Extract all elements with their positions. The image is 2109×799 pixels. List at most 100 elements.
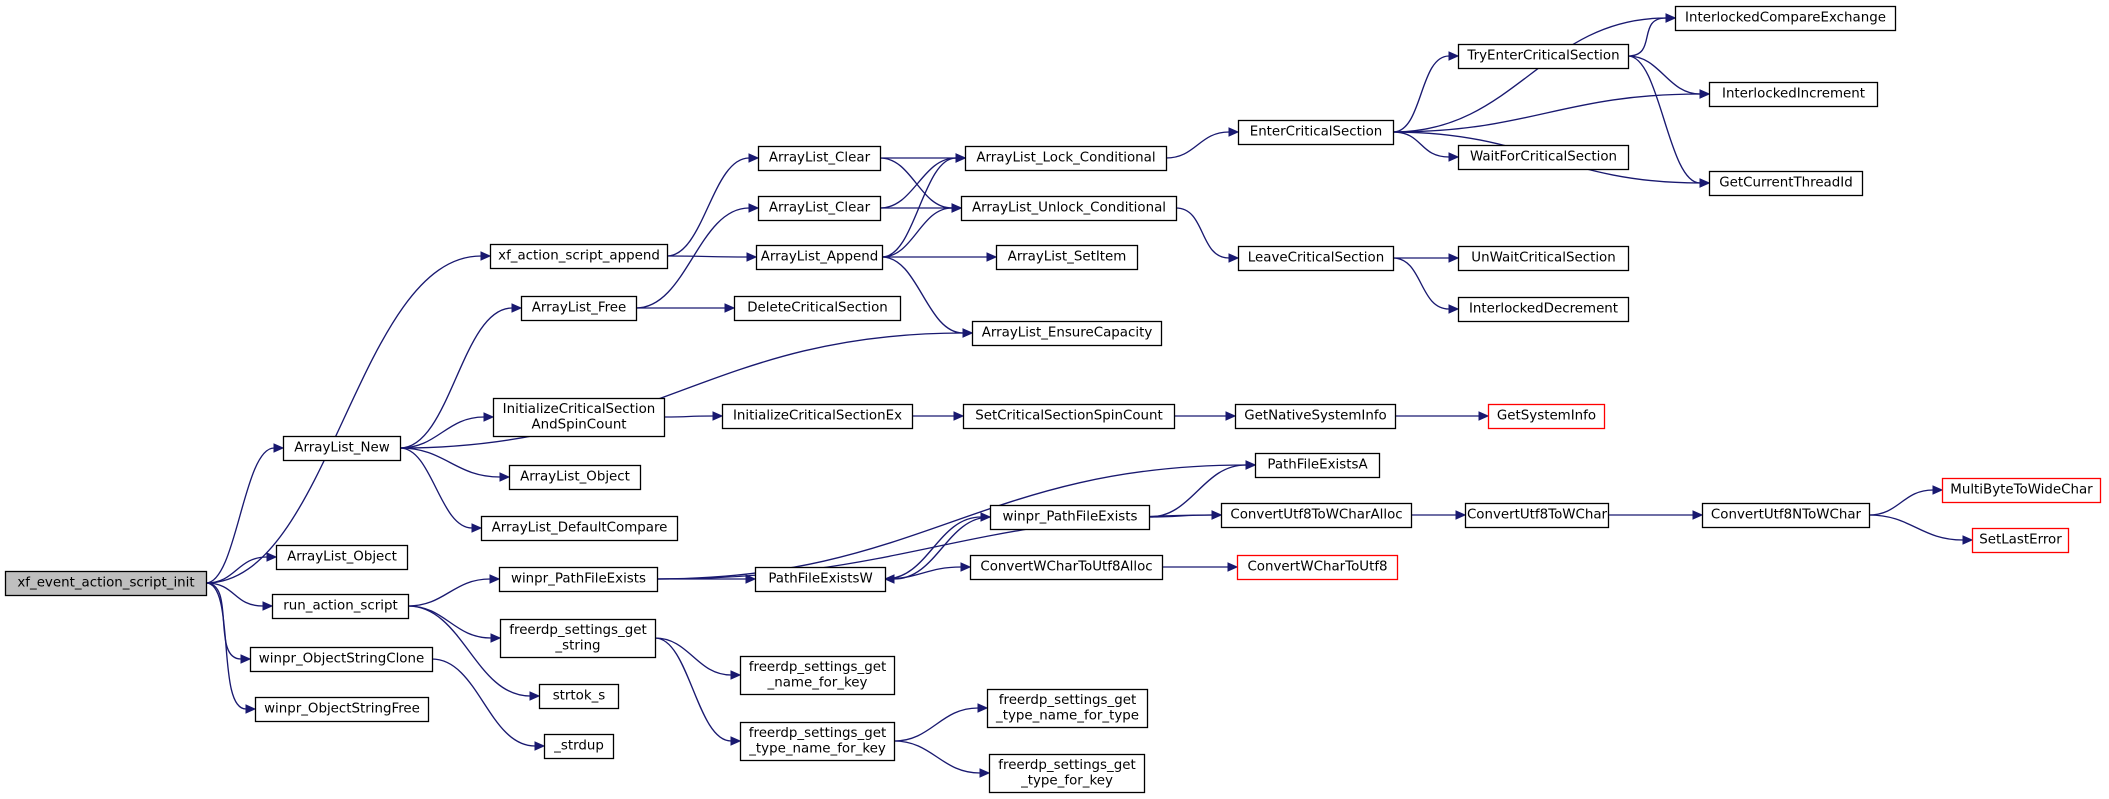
call-edges xyxy=(205,13,1974,778)
node-box xyxy=(1487,403,1606,430)
node-xf-action-script-append[interactable]: xf_action_script_append xyxy=(489,243,669,270)
node-arraylist-unlock-conditional[interactable]: ArrayList_Unlock_Conditional xyxy=(960,195,1178,222)
node-box xyxy=(498,566,659,593)
edge-initializecriticalsectionandspincount-to-initializecriticalsectionex xyxy=(663,415,714,418)
node-strtok-s[interactable]: strtok_s xyxy=(538,683,620,710)
node-getcurrentthreadid[interactable]: GetCurrentThreadId xyxy=(1708,170,1864,197)
node-deletecriticalsection[interactable]: DeleteCriticalSection xyxy=(733,295,902,322)
node-xf-event-action-script-init[interactable]: xf_event_action_script_init xyxy=(4,570,208,597)
edge-arrowhead xyxy=(746,252,758,262)
node-interlockeddecrement[interactable]: InterlockedDecrement xyxy=(1457,296,1630,323)
node-box xyxy=(1236,554,1399,581)
edge-winpr-pathfileexists-to-convertutf8towcharalloc xyxy=(1148,514,1213,518)
node-label: ArrayList_SetItem xyxy=(1008,250,1127,265)
node-box xyxy=(1220,502,1413,529)
edge-arraylist-free-to-arraylist-clear xyxy=(635,207,750,309)
edge-arrowhead xyxy=(1228,127,1240,137)
edge-arrowhead xyxy=(511,303,523,313)
node-getsysteminfo[interactable]: GetSystemInfo xyxy=(1487,403,1606,430)
node-setcriticalsectionspincount[interactable]: SetCriticalSectionSpinCount xyxy=(962,403,1176,430)
node-winpr-objectstringfree[interactable]: winpr_ObjectStringFree xyxy=(254,696,430,723)
edge-winpr-objectstringclone-to-strdup xyxy=(431,658,536,747)
node-label: strtok_s xyxy=(553,689,606,704)
node-entercriticalsection[interactable]: EnterCriticalSection xyxy=(1237,119,1395,146)
node-box xyxy=(275,544,409,571)
node-convertutf8towchar[interactable]: ConvertUtf8ToWChar xyxy=(1464,502,1610,529)
node-unwaitcriticalsection[interactable]: UnWaitCriticalSection xyxy=(1457,245,1630,272)
edge-entercriticalsection-to-interlockedcompareexchange xyxy=(1392,17,1667,133)
node-label: freerdp_settings_get xyxy=(749,660,886,675)
node-label: InterlockedDecrement xyxy=(1469,302,1618,317)
edge-arrowhead xyxy=(480,251,492,261)
node-freerdp-settings-get-name-for-key[interactable]: freerdp_settings_get_name_for_key xyxy=(739,655,896,696)
node-arraylist-clear[interactable]: ArrayList_Clear xyxy=(757,145,882,172)
edge-arrowhead xyxy=(1448,304,1460,314)
edge-arrowhead xyxy=(1211,510,1223,520)
node-tryentercriticalsection[interactable]: TryEnterCriticalSection xyxy=(1457,43,1630,70)
node-label: InitializeCriticalSection xyxy=(503,402,656,417)
node-label: ConvertUtf8ToWCharAlloc xyxy=(1230,508,1402,523)
node-initializecriticalsectionex[interactable]: InitializeCriticalSectionEx xyxy=(721,403,914,430)
node-winpr-pathfileexists[interactable]: winpr_PathFileExists xyxy=(989,504,1151,531)
edge-arrowhead xyxy=(1478,411,1490,421)
edge-arrowhead xyxy=(951,203,963,213)
node-waitforcriticalsection[interactable]: WaitForCriticalSection xyxy=(1457,144,1630,171)
edge-freerdp-settings-get-type-name-for-key-to-freerdp-settings-get-type-name-for-type xyxy=(893,707,979,742)
node-leavecriticalsection[interactable]: LeaveCriticalSection xyxy=(1237,245,1395,272)
edge-arraylist-new-to-arraylist-ensurecapacity xyxy=(399,332,964,449)
node-convertutf8ntowchar[interactable]: ConvertUtf8NToWChar xyxy=(1701,502,1871,529)
node-arraylist-lock-conditional[interactable]: ArrayList_Lock_Conditional xyxy=(964,145,1168,172)
node-label: _name_for_key xyxy=(767,675,868,690)
edge-run-action-script-to-freerdp-settings-get-string xyxy=(407,605,492,639)
node-box xyxy=(986,688,1149,729)
node-box xyxy=(543,733,615,760)
node-arraylist-append[interactable]: ArrayList_Append xyxy=(755,244,884,271)
node-label: GetSystemInfo xyxy=(1497,409,1596,424)
node-run-action-script[interactable]: run_action_script xyxy=(271,593,410,620)
node-pathfileexistsw[interactable]: PathFileExistsW xyxy=(754,566,887,593)
node-label: ConvertWCharToUtf8Alloc xyxy=(980,560,1152,575)
node-label: xf_action_script_append xyxy=(498,249,660,264)
node-interlockedincrement[interactable]: InterlockedIncrement xyxy=(1708,81,1879,108)
node-label: ArrayList_Object xyxy=(287,550,397,565)
node-arraylist-new[interactable]: ArrayList_New xyxy=(282,435,402,462)
node-arraylist-object[interactable]: ArrayList_Object xyxy=(508,464,642,491)
node-convertwchartoutf8alloc[interactable]: ConvertWCharToUtf8Alloc xyxy=(969,554,1164,581)
node-label: winpr_PathFileExists xyxy=(511,572,646,587)
edge-arraylist-clear-to-arraylist-unlock-conditional xyxy=(879,157,953,209)
node-winpr-pathfileexists[interactable]: winpr_PathFileExists xyxy=(498,566,659,593)
node-pathfileexistsa[interactable]: PathFileExistsA xyxy=(1254,452,1381,479)
node-arraylist-ensurecapacity[interactable]: ArrayList_EnsureCapacity xyxy=(971,320,1163,347)
node-strdup[interactable]: _strdup xyxy=(543,733,615,760)
node-winpr-objectstringclone[interactable]: winpr_ObjectStringClone xyxy=(249,646,434,673)
node-arraylist-clear[interactable]: ArrayList_Clear xyxy=(757,195,882,222)
node-arraylist-defaultcompare[interactable]: ArrayList_DefaultCompare xyxy=(480,515,679,542)
node-setlasterror[interactable]: SetLastError xyxy=(1971,527,2070,554)
node-freerdp-settings-get-type-for-key[interactable]: freerdp_settings_get_type_for_key xyxy=(988,753,1146,794)
node-box xyxy=(1457,296,1630,323)
node-arraylist-setitem[interactable]: ArrayList_SetItem xyxy=(995,244,1139,271)
edge-freerdp-settings-get-string-to-freerdp-settings-get-type-name-for-key xyxy=(654,637,732,742)
node-interlockedcompareexchange[interactable]: InterlockedCompareExchange xyxy=(1674,5,1897,32)
node-convertutf8towcharalloc[interactable]: ConvertUtf8ToWCharAlloc xyxy=(1220,502,1413,529)
node-label: run_action_script xyxy=(283,599,397,614)
edge-arrowhead xyxy=(1962,535,1974,545)
edge-arrowhead xyxy=(262,601,274,611)
node-label: ConvertWCharToUtf8 xyxy=(1247,560,1387,575)
node-convertwchartoutf8[interactable]: ConvertWCharToUtf8 xyxy=(1236,554,1399,581)
node-label: ArrayList_New xyxy=(294,441,389,456)
node-arraylist-free[interactable]: ArrayList_Free xyxy=(520,295,638,322)
node-getnativesysteminfo[interactable]: GetNativeSystemInfo xyxy=(1234,403,1397,430)
node-label: ConvertUtf8NToWChar xyxy=(1711,508,1862,523)
node-freerdp-settings-get-string[interactable]: freerdp_settings_get_string xyxy=(499,618,657,659)
node-arraylist-object[interactable]: ArrayList_Object xyxy=(275,544,409,571)
edge-arrowhead xyxy=(1448,152,1460,162)
node-freerdp-settings-get-type-name-for-type[interactable]: freerdp_settings_get_type_name_for_type xyxy=(986,688,1149,729)
node-label: WaitForCriticalSection xyxy=(1470,150,1617,165)
node-box xyxy=(739,655,896,696)
node-freerdp-settings-get-type-name-for-key[interactable]: freerdp_settings_get_type_name_for_key xyxy=(739,721,896,762)
node-multibytetowidechar[interactable]: MultiByteToWideChar xyxy=(1941,477,2102,504)
node-label: LeaveCriticalSection xyxy=(1248,251,1384,266)
